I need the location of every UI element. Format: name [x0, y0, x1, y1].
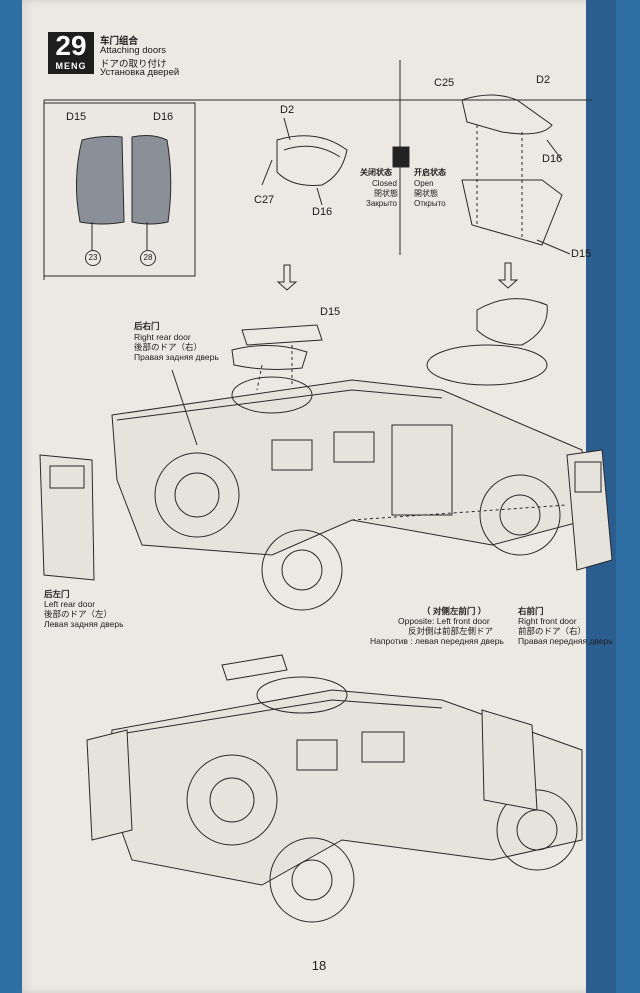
upper-window-2: [333, 431, 375, 463]
right-front-door-ru: Правая передняя дверь: [518, 636, 613, 646]
leader-d2-closed: [283, 117, 291, 141]
right-rear-door-ja: 後部のドア（右）: [134, 342, 203, 352]
upper-front-wheel: [261, 529, 343, 611]
lower-vehicle-body: [106, 689, 583, 886]
title-ja: ドアの取り付け: [100, 59, 167, 70]
sprue-number-left: 23: [85, 250, 101, 266]
right-front-door-part: [566, 449, 613, 571]
upper-rear-hub: [499, 494, 541, 536]
left-rear-door-ja: 後部のドア（左）: [44, 609, 113, 619]
d15-roof-part: [241, 324, 323, 346]
d2-roof-part: [231, 344, 308, 370]
left-rear-door-en: Left rear door: [44, 599, 96, 609]
sprue-number-right: 28: [140, 250, 156, 266]
title-ru: Установка дверей: [100, 67, 180, 78]
open-label-d2: D2: [536, 74, 551, 86]
leader-right-rear-door: [171, 369, 198, 446]
leader-d16-closed: [316, 187, 323, 206]
down-arrow-left: [276, 264, 298, 291]
upper-rear-wheel: [479, 474, 561, 556]
upper-spare-wheel: [154, 452, 240, 538]
lower-front-hub: [291, 859, 333, 901]
down-arrow-right: [497, 262, 519, 289]
leader-d16-open: [546, 139, 563, 161]
open-label-c25: C25: [434, 77, 455, 89]
roof-guide-1: [256, 364, 263, 391]
opposite-door-ru: Напротив : левая передняя дверь: [370, 636, 504, 646]
closed-label-d16: D16: [312, 206, 333, 218]
open-state-en: Open: [414, 179, 434, 188]
closed-state-ru: Закрыто: [366, 199, 398, 208]
d15-part: [75, 135, 125, 225]
right-front-door-zh: 右前门: [518, 606, 544, 616]
brand-logo: MENG: [55, 61, 87, 71]
lower-roof-edge: [113, 699, 443, 736]
page-number: 18: [311, 958, 327, 973]
lower-spare-wheel: [186, 754, 278, 846]
upper-vehicle-body: [111, 379, 588, 556]
lower-window-1: [296, 739, 338, 771]
leader-c27: [261, 159, 273, 186]
open-state-ru: Открыто: [414, 199, 446, 208]
leader-d15-open: [536, 239, 571, 255]
closed-state-en: Closed: [372, 179, 397, 188]
right-rear-door-ru: Правая задняя дверь: [134, 352, 219, 362]
closed-state-zh: 关闭状态: [360, 168, 392, 177]
lower-spare-hub: [209, 777, 255, 823]
right-rear-door-zh: 后右门: [134, 321, 160, 331]
open-state-zh: 开启状态: [414, 168, 446, 177]
instruction-page: 29 MENG 车门组合 Attaching doors ドアの取り付け Уст…: [22, 0, 616, 993]
lower-open-rear-door: [86, 729, 133, 841]
opposite-door-ja: 反対側は前部左側ドア: [408, 626, 494, 636]
right-rear-door-en: Right rear door: [134, 332, 191, 342]
title-zh: 车门组合: [100, 36, 139, 47]
left-rear-door-part: [39, 454, 95, 581]
upper-roof-ring: [231, 376, 313, 414]
closed-state-ja: 閉状態: [374, 189, 398, 198]
closed-hatch-seam: [283, 145, 341, 158]
closed-label-d2: D2: [280, 104, 295, 116]
d16-part: [131, 135, 172, 225]
lower-open-hatch: [221, 654, 288, 681]
opposite-door-en: Opposite: Left front door: [398, 616, 490, 626]
lower-window-2: [361, 731, 405, 763]
closed-hatch-part: [276, 135, 348, 186]
roof-label-d15: D15: [320, 306, 341, 318]
assembly-drawing: [39, 60, 613, 923]
parts-label-d16: D16: [153, 111, 174, 123]
lower-front-wheel: [269, 837, 355, 923]
open-ring-part: [426, 344, 548, 386]
opposite-door-zh: （ 对侧左前门 ）: [422, 606, 487, 616]
left-rear-door-window: [49, 465, 85, 489]
open-hatch-cover: [476, 298, 548, 346]
open-label-d15: D15: [571, 248, 592, 260]
right-front-door-en: Right front door: [518, 616, 577, 626]
title-en: Attaching doors: [100, 45, 167, 56]
state-arrow-box: [392, 146, 410, 168]
open-state-ja: 開状態: [414, 189, 438, 198]
right-front-door-ja: 前部のドア（右）: [518, 626, 587, 636]
step-badge: 29 MENG: [48, 30, 94, 74]
lower-open-front-door: [481, 709, 538, 811]
closed-label-c27: C27: [254, 194, 275, 206]
upper-front-hub: [281, 549, 323, 591]
open-hatch-lower: [461, 179, 563, 246]
open-hatch-upper: [461, 94, 553, 135]
upper-door-opening: [391, 424, 453, 516]
upper-spare-hub: [174, 472, 220, 518]
left-rear-door-zh: 后左门: [44, 589, 70, 599]
open-label-d16: D16: [542, 153, 563, 165]
right-front-door-window: [574, 461, 602, 493]
upper-roof-edge: [116, 389, 443, 421]
parts-label-d15: D15: [66, 111, 87, 123]
upper-window-1: [271, 439, 313, 471]
lower-roof-ring: [256, 676, 348, 714]
lower-rear-wheel: [496, 789, 578, 871]
left-rear-door-ru: Левая задняя дверь: [44, 619, 124, 629]
step-number: 29: [55, 30, 87, 61]
